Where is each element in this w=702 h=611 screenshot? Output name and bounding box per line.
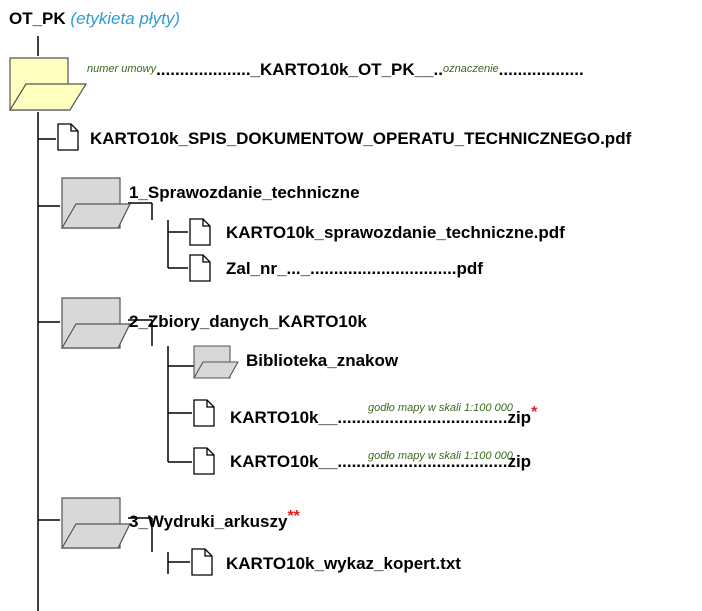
zip1-ext: .zip — [502, 408, 532, 427]
folder3-name: 3_Wydruki_arkuszy — [129, 512, 288, 531]
folder-icon — [60, 497, 131, 549]
zip1-prefix: KARTO10k__ — [230, 408, 338, 427]
root-sublabel: (etykieta płyty) — [70, 9, 181, 28]
zip2-ext: .zip — [502, 452, 532, 471]
top-folder-dots-a: .................... — [156, 60, 251, 79]
root-name: OT_PK — [9, 9, 66, 28]
subfolder-biblioteka-label: Biblioteka_znakow — [246, 351, 399, 370]
spis-file-label: KARTO10k_SPIS_DOKUMENTOW_OPERATU_TECHNIC… — [90, 129, 632, 148]
zip1-asterisk: * — [531, 404, 538, 421]
folder-icon — [60, 297, 131, 349]
zip2-map-sheet-note: godło mapy w skali 1:100 000 — [368, 450, 513, 462]
zip2-prefix: KARTO10k__ — [230, 452, 338, 471]
zip2-dots: ................................... — [337, 452, 503, 471]
folder-icon — [8, 57, 88, 111]
zip1-dots: ................................... — [337, 408, 503, 427]
folder1-label: 1_Sprawozdanie_techniczne — [129, 183, 360, 202]
contract-number-note: numer umowy — [87, 63, 157, 75]
document-icon — [189, 218, 211, 246]
folder1-file-attachment: Zal_nr_..._.............................… — [226, 259, 483, 278]
document-icon — [57, 123, 79, 151]
top-folder-middle: _KARTO10k_OT_PK__ — [250, 60, 434, 79]
document-icon — [193, 399, 215, 427]
top-folder-label: numer umowy...................._KARTO10k… — [87, 61, 584, 78]
folder-icon — [60, 177, 131, 229]
zip1-map-sheet-note: godło mapy w skali 1:100 000 — [368, 402, 513, 414]
folder-icon — [193, 345, 239, 379]
document-icon — [191, 548, 213, 576]
root-label: OT_PK (etykieta płyty) — [9, 10, 180, 27]
zip1-file-label: KARTO10k__..............................… — [230, 404, 538, 427]
top-folder-dots-c: .................. — [498, 60, 584, 79]
zip2-file-label: KARTO10k__..............................… — [230, 453, 531, 470]
folder2-label: 2_Zbiory_danych_KARTO10k — [129, 312, 367, 331]
folder3-file-label: KARTO10k_wykaz_kopert.txt — [226, 554, 461, 573]
designation-note: oznaczenie — [443, 63, 499, 75]
folder3-double-asterisk: ** — [287, 508, 300, 525]
document-icon — [189, 254, 211, 282]
document-icon — [193, 447, 215, 475]
top-folder-dots-b: .. — [433, 60, 443, 79]
folder3-label: 3_Wydruki_arkuszy** — [129, 508, 300, 531]
folder1-file-report: KARTO10k_sprawozdanie_techniczne.pdf — [226, 223, 565, 242]
